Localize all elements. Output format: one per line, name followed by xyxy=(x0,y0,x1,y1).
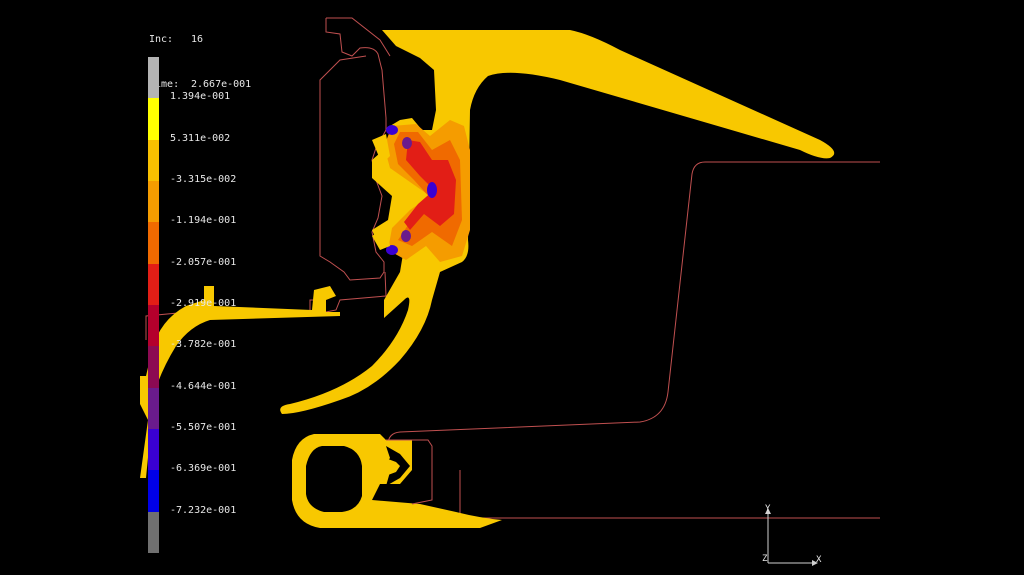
time-label: Time: xyxy=(149,79,180,90)
seal-bulb-outline xyxy=(386,439,433,505)
retainer-outline xyxy=(319,17,391,281)
stress-peak-low xyxy=(401,230,411,242)
seal-bulb-arrow-fill xyxy=(380,456,400,478)
axis-x-arrow xyxy=(812,560,818,566)
seal-lip-left-lower xyxy=(372,226,390,250)
axis-x-label: X xyxy=(816,555,822,565)
seal-body-main xyxy=(280,30,835,414)
frame-outline xyxy=(387,161,880,462)
inc-value: 16 xyxy=(191,34,204,45)
seal-flange-left xyxy=(140,286,340,478)
seal-bulb-hole xyxy=(306,446,362,512)
axis-z-label: Z xyxy=(762,554,768,564)
stress-peak-center xyxy=(427,182,437,198)
stress-peak-top xyxy=(386,125,398,135)
axis-y-label: Y xyxy=(765,504,771,514)
axis-y-arrow xyxy=(765,508,771,514)
time-row: Time: 2.667e-001 xyxy=(149,77,251,92)
inc-label: Inc: xyxy=(149,34,174,45)
stress-peak-bottom xyxy=(386,245,398,255)
seal-lip-left xyxy=(372,134,390,164)
stress-peak-top-2 xyxy=(402,137,412,149)
increment-row: Inc: 16 xyxy=(149,32,251,47)
increment-info: Inc: 16 Time: 2.667e-001 xyxy=(149,2,251,107)
time-value: 2.667e-001 xyxy=(191,79,252,90)
frame-outline-lower xyxy=(459,470,880,519)
